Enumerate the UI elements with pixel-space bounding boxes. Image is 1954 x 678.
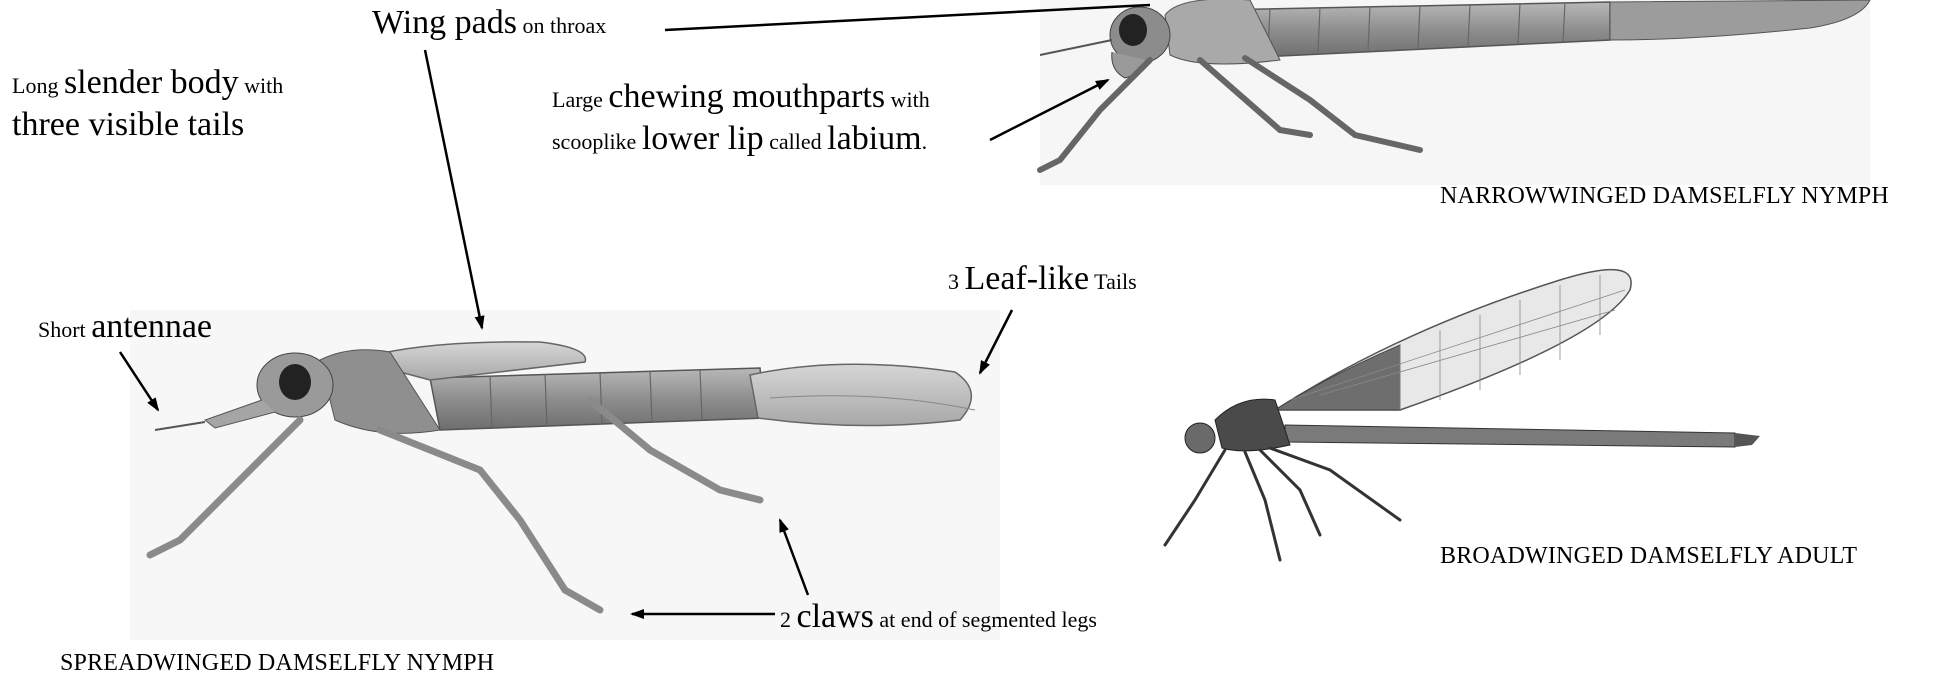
adult-head (1185, 423, 1215, 453)
label-body-line2: three visible tails (12, 108, 244, 142)
body-small-1: Long (12, 73, 64, 98)
spread-eye (279, 364, 311, 400)
label-body-line1: Long slender body with (12, 66, 283, 100)
spread-tails (750, 364, 971, 425)
label-claws: 2 claws at end of segmented legs (780, 600, 1097, 634)
mouth-small-4: called (764, 129, 828, 154)
mouth-big-2: lower lip (642, 120, 764, 157)
tails-small-1: 3 (948, 269, 965, 294)
claws-big: claws (797, 598, 874, 635)
label-tails: 3 Leaf-like Tails (948, 262, 1137, 296)
mouth-big-3: labium (827, 120, 921, 157)
mouth-big-1: chewing mouthparts (608, 78, 885, 115)
mouth-small-3: scooplike (552, 129, 642, 154)
label-mouthparts-line1: Large chewing mouthparts with (552, 80, 930, 114)
label-wing-pads: Wing pads on throax (372, 6, 606, 40)
broadwinged-adult-illustration (1165, 270, 1760, 560)
mouth-small-2: with (885, 87, 930, 112)
caption-broadwinged: BROADWINGED DAMSELFLY ADULT (1440, 544, 1857, 568)
spreadwinged-nymph-illustration (130, 310, 1000, 640)
wing-pads-arrow (425, 50, 482, 328)
body-big-1: slender body (64, 64, 239, 101)
caption-narrowwinged: NARROWWINGED DAMSELFLY NYMPH (1440, 184, 1889, 208)
label-mouthparts-line2: scooplike lower lip called labium. (552, 122, 927, 156)
antennae-big: antennae (91, 308, 212, 345)
narrowwinged-nymph-illustration (1040, 0, 1870, 185)
wing-pads-big: Wing pads (372, 4, 517, 41)
narrow-eye (1119, 14, 1147, 46)
adult-abdomen (1285, 425, 1735, 447)
mouth-small-1: Large (552, 87, 608, 112)
wing-pads-small: on throax (517, 13, 606, 38)
antennae-small: Short (38, 317, 91, 342)
tails-small-2: Tails (1089, 269, 1137, 294)
label-antennae: Short antennae (38, 310, 212, 344)
body-big-2: three visible tails (12, 106, 244, 143)
body-small-2: with (239, 73, 284, 98)
tails-big: Leaf-like (965, 260, 1090, 297)
caption-spreadwinged: SPREADWINGED DAMSELFLY NYMPH (60, 651, 494, 675)
claws-small-1: 2 (780, 607, 797, 632)
claws-small-2: at end of segmented legs (874, 607, 1097, 632)
mouth-small-5: . (922, 129, 928, 154)
